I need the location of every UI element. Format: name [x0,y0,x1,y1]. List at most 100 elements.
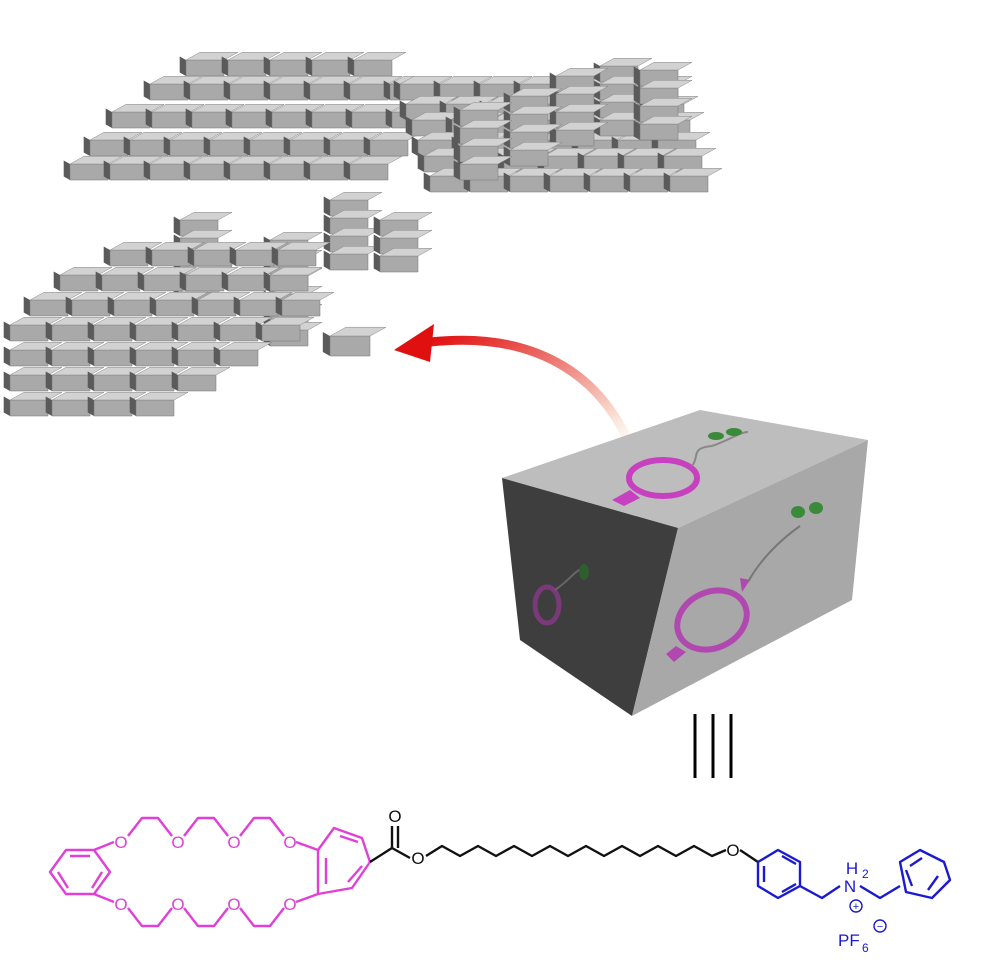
assembly-block [373,230,433,255]
anion-charge: − [877,921,883,933]
assembly-block [663,168,723,193]
equivalence-icon [693,714,733,778]
assembly-block [623,168,683,193]
assembly-block [171,317,231,342]
counterion-count: 6 [862,941,869,955]
oxygen-label: O [114,833,127,852]
assembly-block [503,168,563,193]
left-benzene-ring [48,848,112,896]
assembly-block [543,168,603,193]
assembly-block [171,342,231,367]
assembly-block [583,168,643,193]
oxygen-label: O [283,895,296,914]
assembly-block [343,76,403,101]
ester-oxygen-label: O [411,849,424,868]
assembly-block [243,132,303,157]
assembly-block [149,292,209,317]
crown-ring-front-icon [666,502,823,662]
chemical-structure [48,816,952,933]
assembly-block [657,148,717,173]
assembly-block [393,76,453,101]
assembly-block [87,367,147,392]
assembly-block [537,148,597,173]
assembly-block [213,342,273,367]
assembly-block [503,142,563,167]
assembly-block [83,132,143,157]
assembly-block [63,156,123,181]
assembly-block [95,267,155,292]
assembly-block [65,292,125,317]
assembly-block [343,156,403,181]
assembly-block [143,76,203,101]
assembly-block [275,292,335,317]
ammonium-n-label: N [844,877,856,896]
assembly-block [129,367,189,392]
assembly-block [405,112,465,137]
assembly-block [129,342,189,367]
assembly-block [363,132,423,157]
assembly-block [221,267,281,292]
assembly-block [123,132,183,157]
assembly-block [233,292,293,317]
assembly-block [179,52,239,77]
crown-ring-top-icon [612,428,749,506]
assembly-block [45,392,105,417]
crown-ring-side-icon [532,564,589,626]
assembly-block [87,317,147,342]
assembly-block [323,246,383,271]
assembly-block [145,242,205,267]
assembly-block [373,212,433,237]
assembly-block [223,156,283,181]
assembly-block [143,156,203,181]
assembly-block [3,317,63,342]
monomer-block-icon [502,410,868,716]
assembly-block [171,367,231,392]
assembly-block [105,104,165,129]
counterion-label: PF [838,931,860,950]
assembly-block [303,76,363,101]
assembly-block [23,292,83,317]
loose-block-icon [322,326,387,357]
assembly-block [221,52,281,77]
carbonyl-oxygen-label: O [388,807,401,826]
assembly-block [322,326,387,357]
oxygen-label: O [227,833,240,852]
assembly-block [191,292,251,317]
assembly-block [305,104,365,129]
assembly-block [213,317,273,342]
benzyl-benzene-ring [898,848,952,900]
assembly-block [305,52,365,77]
assembly-block [263,76,323,101]
assembly-block [163,132,223,157]
assembly-block [255,317,315,342]
ether-oxygen-label: O [726,841,739,860]
assembly-block [137,267,197,292]
assembly-block [225,104,285,129]
ammonium-h-label: H [846,859,858,878]
assembly-block [45,367,105,392]
assembly-block [183,156,243,181]
assembly-block [203,132,263,157]
assembly-block [129,392,189,417]
assembly-block [263,267,323,292]
oxygen-label: O [114,895,127,914]
assembly-block [433,76,493,101]
assembly-block [617,148,677,173]
block-assembly-icon [3,52,723,417]
oxygen-label: O [171,833,184,852]
oxygen-label: O [227,895,240,914]
assembly-block [229,242,289,267]
assembly-block [183,76,243,101]
assembly-block [347,52,407,77]
assembly-block [263,156,323,181]
assembly-block [373,248,433,273]
assembly-block [103,156,163,181]
assembly-block [303,156,363,181]
assembly-block [3,367,63,392]
assembly-block [549,122,609,147]
assembly-block [45,342,105,367]
assembly-block [179,267,239,292]
assembly-block [3,392,63,417]
para-benzene-ring [756,848,901,900]
assembly-block [187,242,247,267]
